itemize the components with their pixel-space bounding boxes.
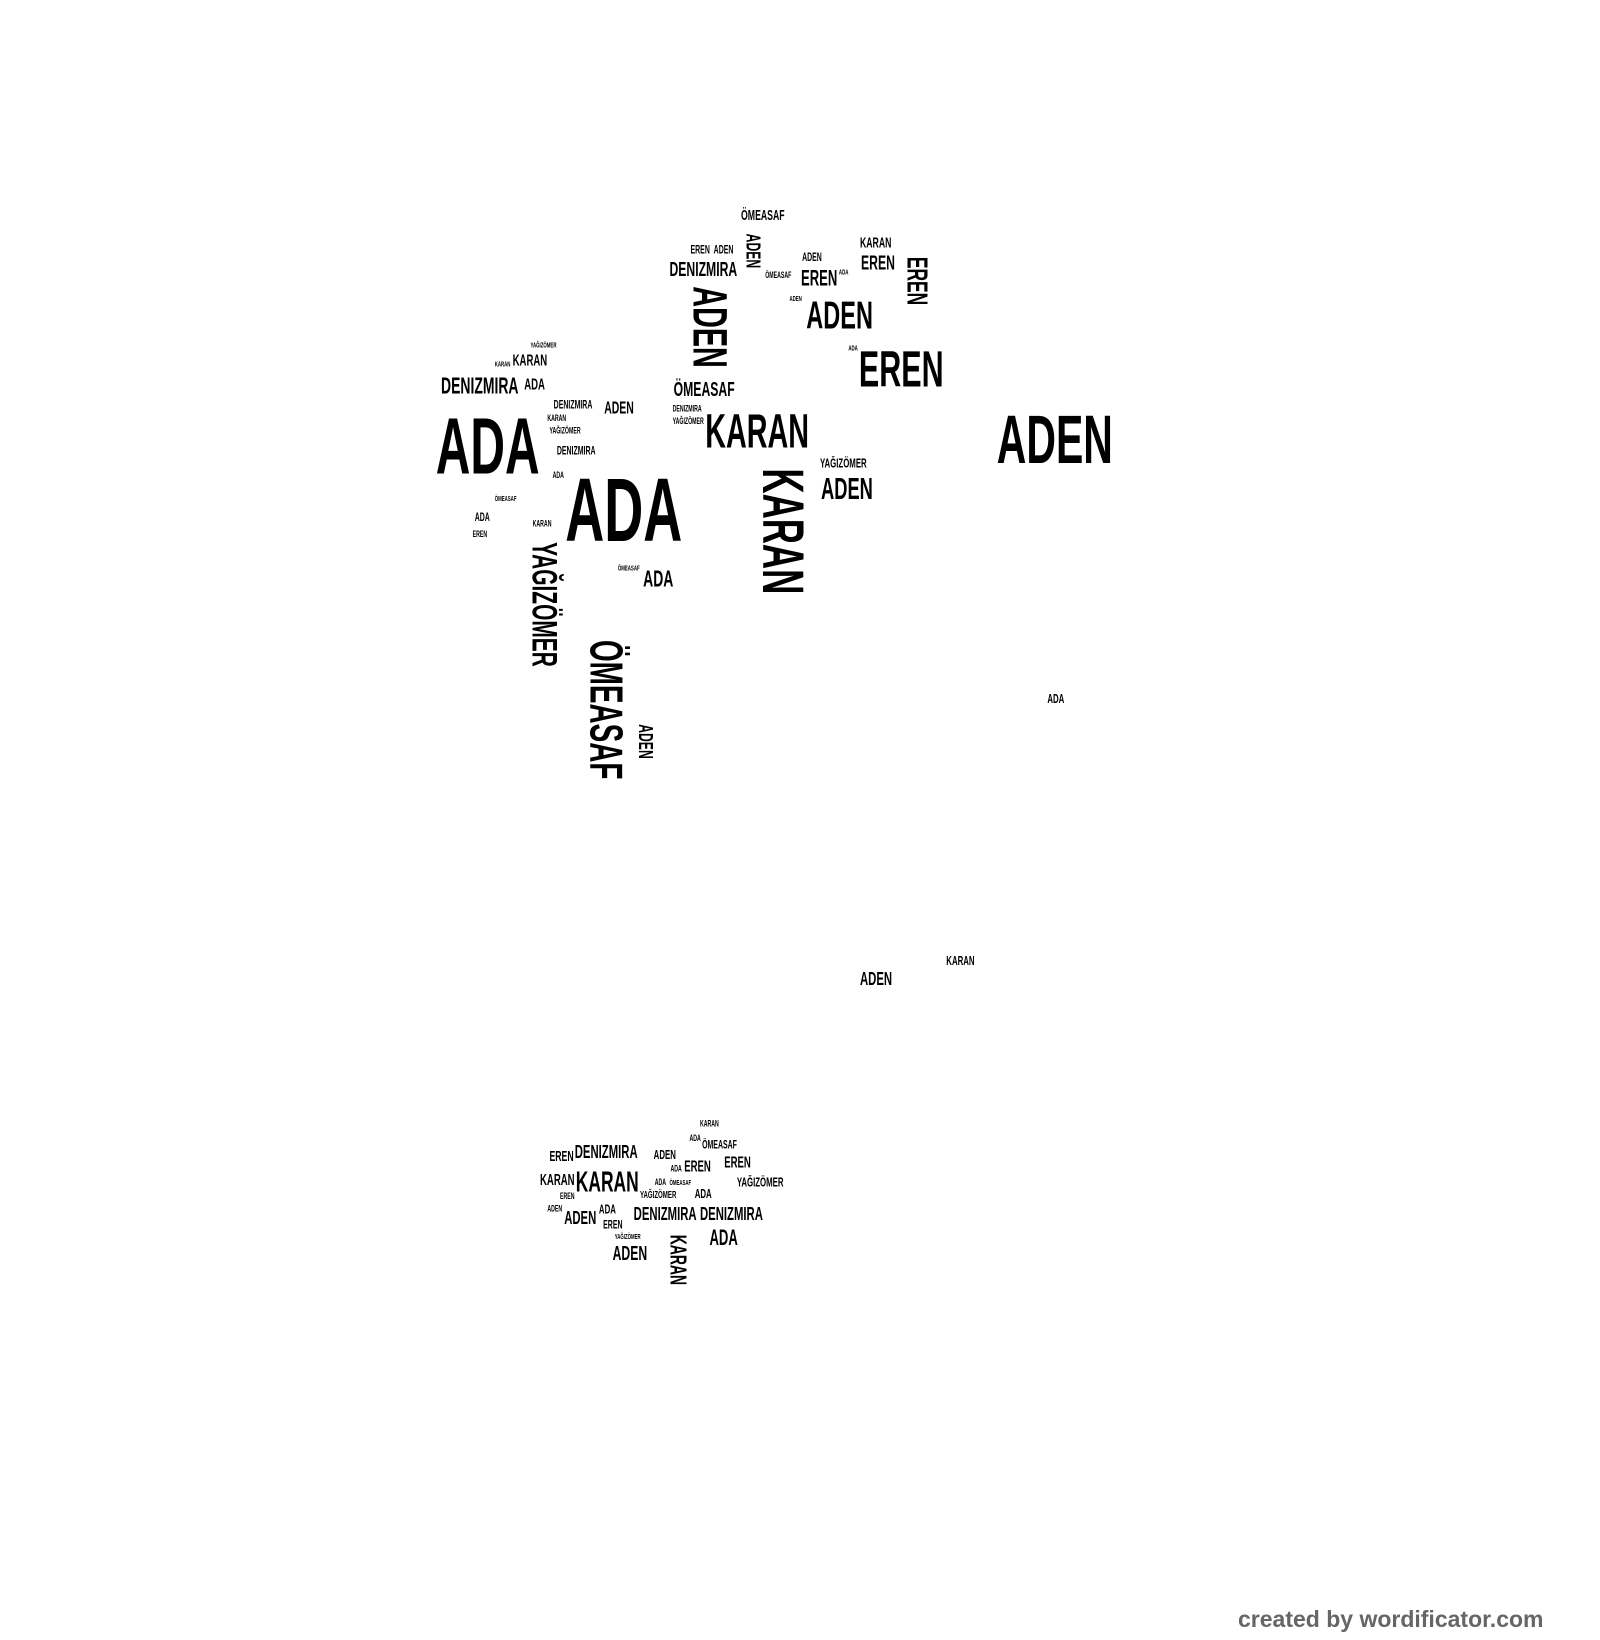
cloud-word: KARAN (575, 1165, 639, 1198)
cloud-word: ADEN (713, 244, 734, 257)
cloud-word: EREN (801, 266, 838, 291)
cloud-word: DENIZMIRA (556, 445, 596, 458)
cloud-word: YAĞIZÖMER (614, 1233, 641, 1241)
cloud-word: ADA (670, 1164, 682, 1175)
cloud-word: ADEN (859, 967, 893, 990)
cloud-word: DENIZMIRA (553, 398, 593, 412)
cloud-word: KARAN (750, 468, 817, 595)
cloud-word: YAĞIZÖMER (819, 455, 867, 471)
cloud-word: DENIZMIRA (633, 1202, 697, 1224)
cloud-word: YAĞIZÖMER (672, 417, 704, 427)
cloud-word: ADA (643, 565, 674, 592)
credit-text: created by wordificator.com (1238, 1606, 1544, 1632)
cloud-word: EREN (690, 244, 710, 257)
cloud-word: KARAN (547, 414, 567, 424)
cloud-word: YAĞIZÖMER (549, 426, 581, 437)
cloud-word: EREN (549, 1148, 574, 1165)
cloud-word: ADA (474, 511, 490, 525)
cloud-word: ADEN (683, 286, 738, 368)
cloud-word: ÖMEASAF (579, 639, 632, 780)
cloud-word: KARAN (699, 1119, 719, 1129)
cloud-word: KARAN (859, 235, 892, 251)
cloud-word: DENIZMIRA (441, 372, 519, 399)
cloud-word: ÖMEASAF (617, 564, 640, 573)
cloud-word: YAĞIZÖMER (530, 341, 557, 350)
cloud-word: ADEN (802, 251, 822, 265)
cloud-word: ADEN (996, 400, 1113, 478)
cloud-word: EREN (603, 1218, 623, 1232)
cloud-word: DENIZMIRA (669, 259, 738, 282)
cloud-word: ÖMEASAF (765, 270, 792, 281)
cloud-word: ÖMEASAF (494, 495, 517, 503)
cloud-word: ADEN (789, 295, 802, 303)
cloud-word: EREN (861, 253, 895, 276)
cloud-word: ADA (848, 344, 858, 353)
cloud-word: ADEN (821, 472, 873, 506)
cloud-word: ADA (1047, 691, 1065, 706)
cloud-word: EREN (858, 340, 944, 398)
cloud-word: ADEN (633, 724, 656, 759)
cloud-word: DENIZMIRA (672, 404, 702, 415)
cloud-word: KARAN (494, 360, 511, 369)
cloud-word: ADA (598, 1201, 616, 1217)
cloud-word: ADA (552, 470, 564, 481)
cloud-word: ADEN (612, 1243, 648, 1266)
cloud-word: ADA (654, 1178, 667, 1188)
cloud-word: ÖMEASAF (669, 1179, 692, 1188)
cloud-word: ADA (689, 1134, 701, 1144)
cloud-word: YAĞIZÖMER (736, 1174, 784, 1190)
cloud-word: YAĞIZÖMER (639, 1189, 677, 1202)
cloud-word: ADEN (653, 1146, 676, 1162)
cloud-word: KARAN (665, 1234, 692, 1286)
cloud-word: DENIZMIRA (699, 1202, 763, 1224)
cloud-word: ADA (524, 375, 545, 394)
cloud-word: KARAN (705, 404, 810, 459)
cloud-word: ADEN (547, 1204, 563, 1215)
cloud-word: ADEN (604, 397, 634, 418)
cloud-word: EREN (900, 256, 934, 306)
cloud-word: DENIZMIRA (574, 1140, 638, 1162)
cloud-word: ÖMEASAF (702, 1138, 737, 1152)
cloud-word: EREN (472, 529, 488, 540)
cloud-word: ADEN (564, 1206, 597, 1228)
cloud-word: KARAN (539, 1171, 575, 1190)
cloud-word: ADA (435, 401, 540, 492)
cloud-word: ADA (565, 460, 683, 561)
cloud-word: KARAN (946, 953, 975, 969)
cloud-word: YAĞIZÖMER (524, 542, 564, 667)
cloud-word: ADA (838, 269, 849, 277)
cloud-word: EREN (559, 1192, 575, 1202)
cloud-word: EREN (684, 1157, 711, 1176)
cloud-word: ÖMEASAF (741, 207, 785, 224)
cloud-word: ADA (709, 1226, 738, 1251)
cloud-word: ADA (694, 1185, 712, 1201)
cloud-word: ADEN (806, 292, 873, 337)
cloud-word: KARAN (512, 351, 548, 370)
cloud-word: ÖMEASAF (673, 379, 735, 402)
cloud-word: ADEN (741, 233, 764, 269)
cloud-word: KARAN (532, 519, 552, 529)
cloud-word: EREN (724, 1153, 751, 1172)
